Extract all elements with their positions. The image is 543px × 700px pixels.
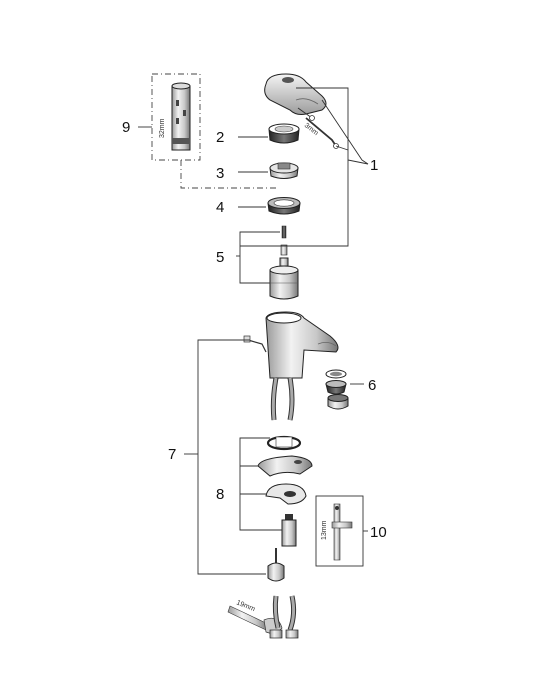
cartridge bbox=[269, 257, 299, 300]
mixer-body bbox=[265, 311, 339, 379]
callout-6: 6 bbox=[368, 377, 376, 394]
hex-key-dimension: 3mm bbox=[303, 122, 320, 137]
flexible-hoses bbox=[270, 377, 295, 421]
cartridge-tool-32mm: 32mm bbox=[151, 73, 201, 161]
washer bbox=[266, 435, 302, 451]
cartridge-tool-dimension: 32mm bbox=[159, 118, 166, 138]
spanner-tool-13mm: 13mm bbox=[315, 495, 364, 567]
callout-9: 9 bbox=[122, 119, 130, 136]
fixing-plate bbox=[257, 455, 313, 477]
aerator bbox=[325, 369, 349, 410]
callout-7: 7 bbox=[168, 446, 176, 463]
adapter-ring bbox=[269, 162, 299, 179]
callout-3: 3 bbox=[216, 165, 224, 182]
spanner-tool-dimension: 13mm bbox=[321, 520, 328, 540]
hose-wrench-19mm: 19mm bbox=[227, 595, 299, 639]
cover-ring bbox=[268, 123, 300, 144]
pop-up-rod bbox=[243, 335, 267, 353]
callout-2: 2 bbox=[216, 129, 224, 146]
threaded-stud bbox=[281, 514, 297, 547]
callout-4: 4 bbox=[216, 199, 224, 216]
callout-10: 10 bbox=[370, 524, 387, 541]
lever-screw bbox=[280, 225, 288, 256]
crescent-bracket bbox=[265, 483, 307, 505]
lever-handle bbox=[264, 73, 327, 115]
callout-1: 1 bbox=[370, 157, 378, 174]
callout-5: 5 bbox=[216, 249, 224, 266]
pop-up-ball bbox=[267, 548, 285, 582]
callout-8: 8 bbox=[216, 486, 224, 503]
threaded-ring bbox=[267, 197, 301, 215]
leader-lines bbox=[138, 87, 369, 575]
